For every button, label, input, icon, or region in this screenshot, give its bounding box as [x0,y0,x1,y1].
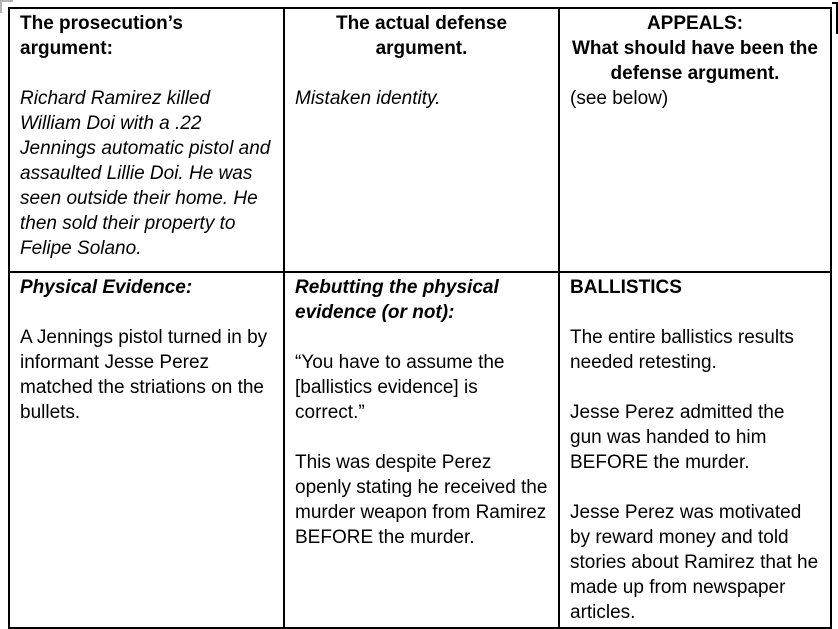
table-move-handle-icon[interactable] [0,0,13,13]
cell-paragraph-3: Jesse Perez was motivated by reward mone… [570,502,819,623]
cell-paragraph-1: The entire ballistics results needed ret… [570,327,794,373]
cell-paragraph-2: Jesse Perez admitted the gun was handed … [570,402,785,473]
cell-body: A Jennings pistol turned in by informant… [20,327,268,423]
cell-appeals-argument[interactable]: APPEALS: What should have been the defen… [558,7,832,273]
cell-heading: The actual defense argument. [335,13,508,59]
cell-physical-evidence[interactable]: Physical Evidence: A Jennings pistol tur… [8,271,285,629]
cell-rebutting-evidence[interactable]: Rebutting the physical evidence (or not)… [283,271,560,629]
cell-heading: Rebutting the physical evidence (or not)… [295,277,499,323]
table-row-evidence: Physical Evidence: A Jennings pistol tur… [8,271,832,629]
cell-prosecution-argument[interactable]: The prosecution’s argument: Richard Rami… [8,7,285,273]
cell-heading-line2: What should have been the defense argume… [572,38,818,84]
cropped-element-edge [832,2,838,34]
table-row-arguments: The prosecution’s argument: Richard Rami… [8,7,832,273]
cell-actual-defense-argument[interactable]: The actual defense argument. Mistaken id… [283,7,560,273]
cell-note: (see below) [570,88,669,109]
cell-heading: The prosecution’s argument: [20,13,183,59]
cell-heading: BALLISTICS [570,277,682,298]
cell-heading-line1: APPEALS: [646,13,744,34]
cell-body: Richard Ramirez killed William Doi with … [20,88,271,259]
cell-paragraph-2: This was despite Perez openly stating he… [295,452,548,548]
cell-heading: Physical Evidence: [20,277,193,298]
cell-paragraph-1: “You have to assume the [ballistics evid… [295,352,505,423]
cell-body: Mistaken identity. [295,88,441,109]
case-argument-table: The prosecution’s argument: Richard Rami… [8,7,832,629]
cell-ballistics[interactable]: BALLISTICS The entire ballistics results… [558,271,832,629]
